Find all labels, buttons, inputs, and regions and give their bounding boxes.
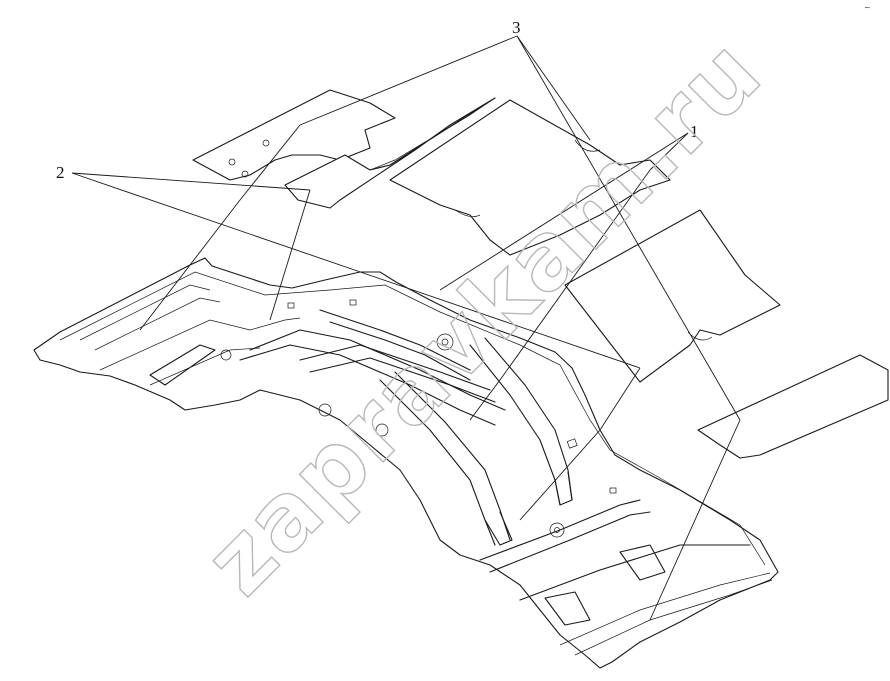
insulation-panel-front-right <box>389 99 671 256</box>
leader-lines <box>71 35 741 621</box>
floor-pan <box>33 257 779 669</box>
corner-mark: ~ <box>864 3 871 12</box>
insulation-panel-rear <box>697 354 889 459</box>
insulation-panel-tunnel <box>284 97 496 209</box>
callout-2: 2 <box>56 163 65 182</box>
callout-1: 1 <box>690 122 699 141</box>
callout-3: 3 <box>512 18 521 37</box>
